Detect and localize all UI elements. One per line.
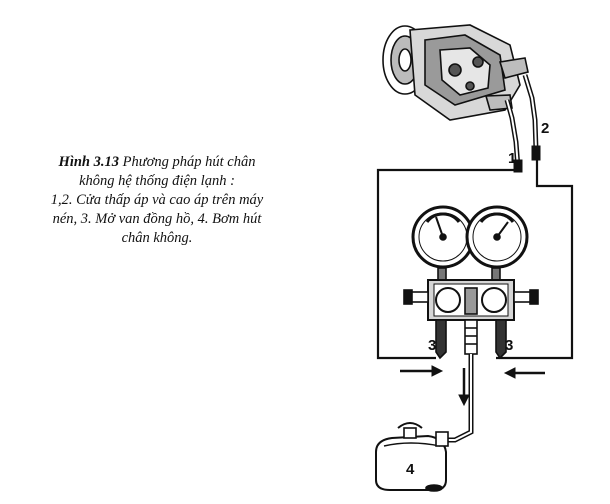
caption-line-5: chân không. — [121, 230, 193, 246]
callout-3-right: 3 — [505, 337, 513, 354]
caption-line-1: Hình 3.13 Phương pháp hút chân — [8, 153, 306, 172]
caption-title: Phương pháp hút chân — [122, 154, 256, 170]
low-pressure-gauge — [411, 205, 475, 285]
caption-line-3: 1,2. Cửa thấp áp và cao áp trên máy — [50, 192, 264, 208]
high-pressure-gauge — [465, 205, 529, 285]
callouts: 1 2 3 3 4 — [406, 120, 549, 478]
callout-3-left: 3 — [428, 337, 436, 354]
vacuum-pump — [375, 422, 449, 492]
callout-2: 2 — [541, 120, 549, 137]
compressor — [382, 24, 529, 121]
callout-4: 4 — [406, 461, 415, 478]
caption-line-2: không hệ thống điện lạnh : — [79, 173, 235, 189]
hose-loop — [376, 160, 574, 360]
caption-line-4: nén, 3. Mở van đồng hồ, 4. Bơm hút — [52, 211, 262, 227]
manifold-gauge-set — [403, 205, 539, 360]
figure-caption: Hình 3.13 Phương pháp hút chân không hệ … — [8, 153, 306, 248]
callout-1: 1 — [508, 150, 516, 167]
flow-arrows — [400, 365, 545, 407]
figure-label: Hình 3.13 — [58, 154, 119, 170]
